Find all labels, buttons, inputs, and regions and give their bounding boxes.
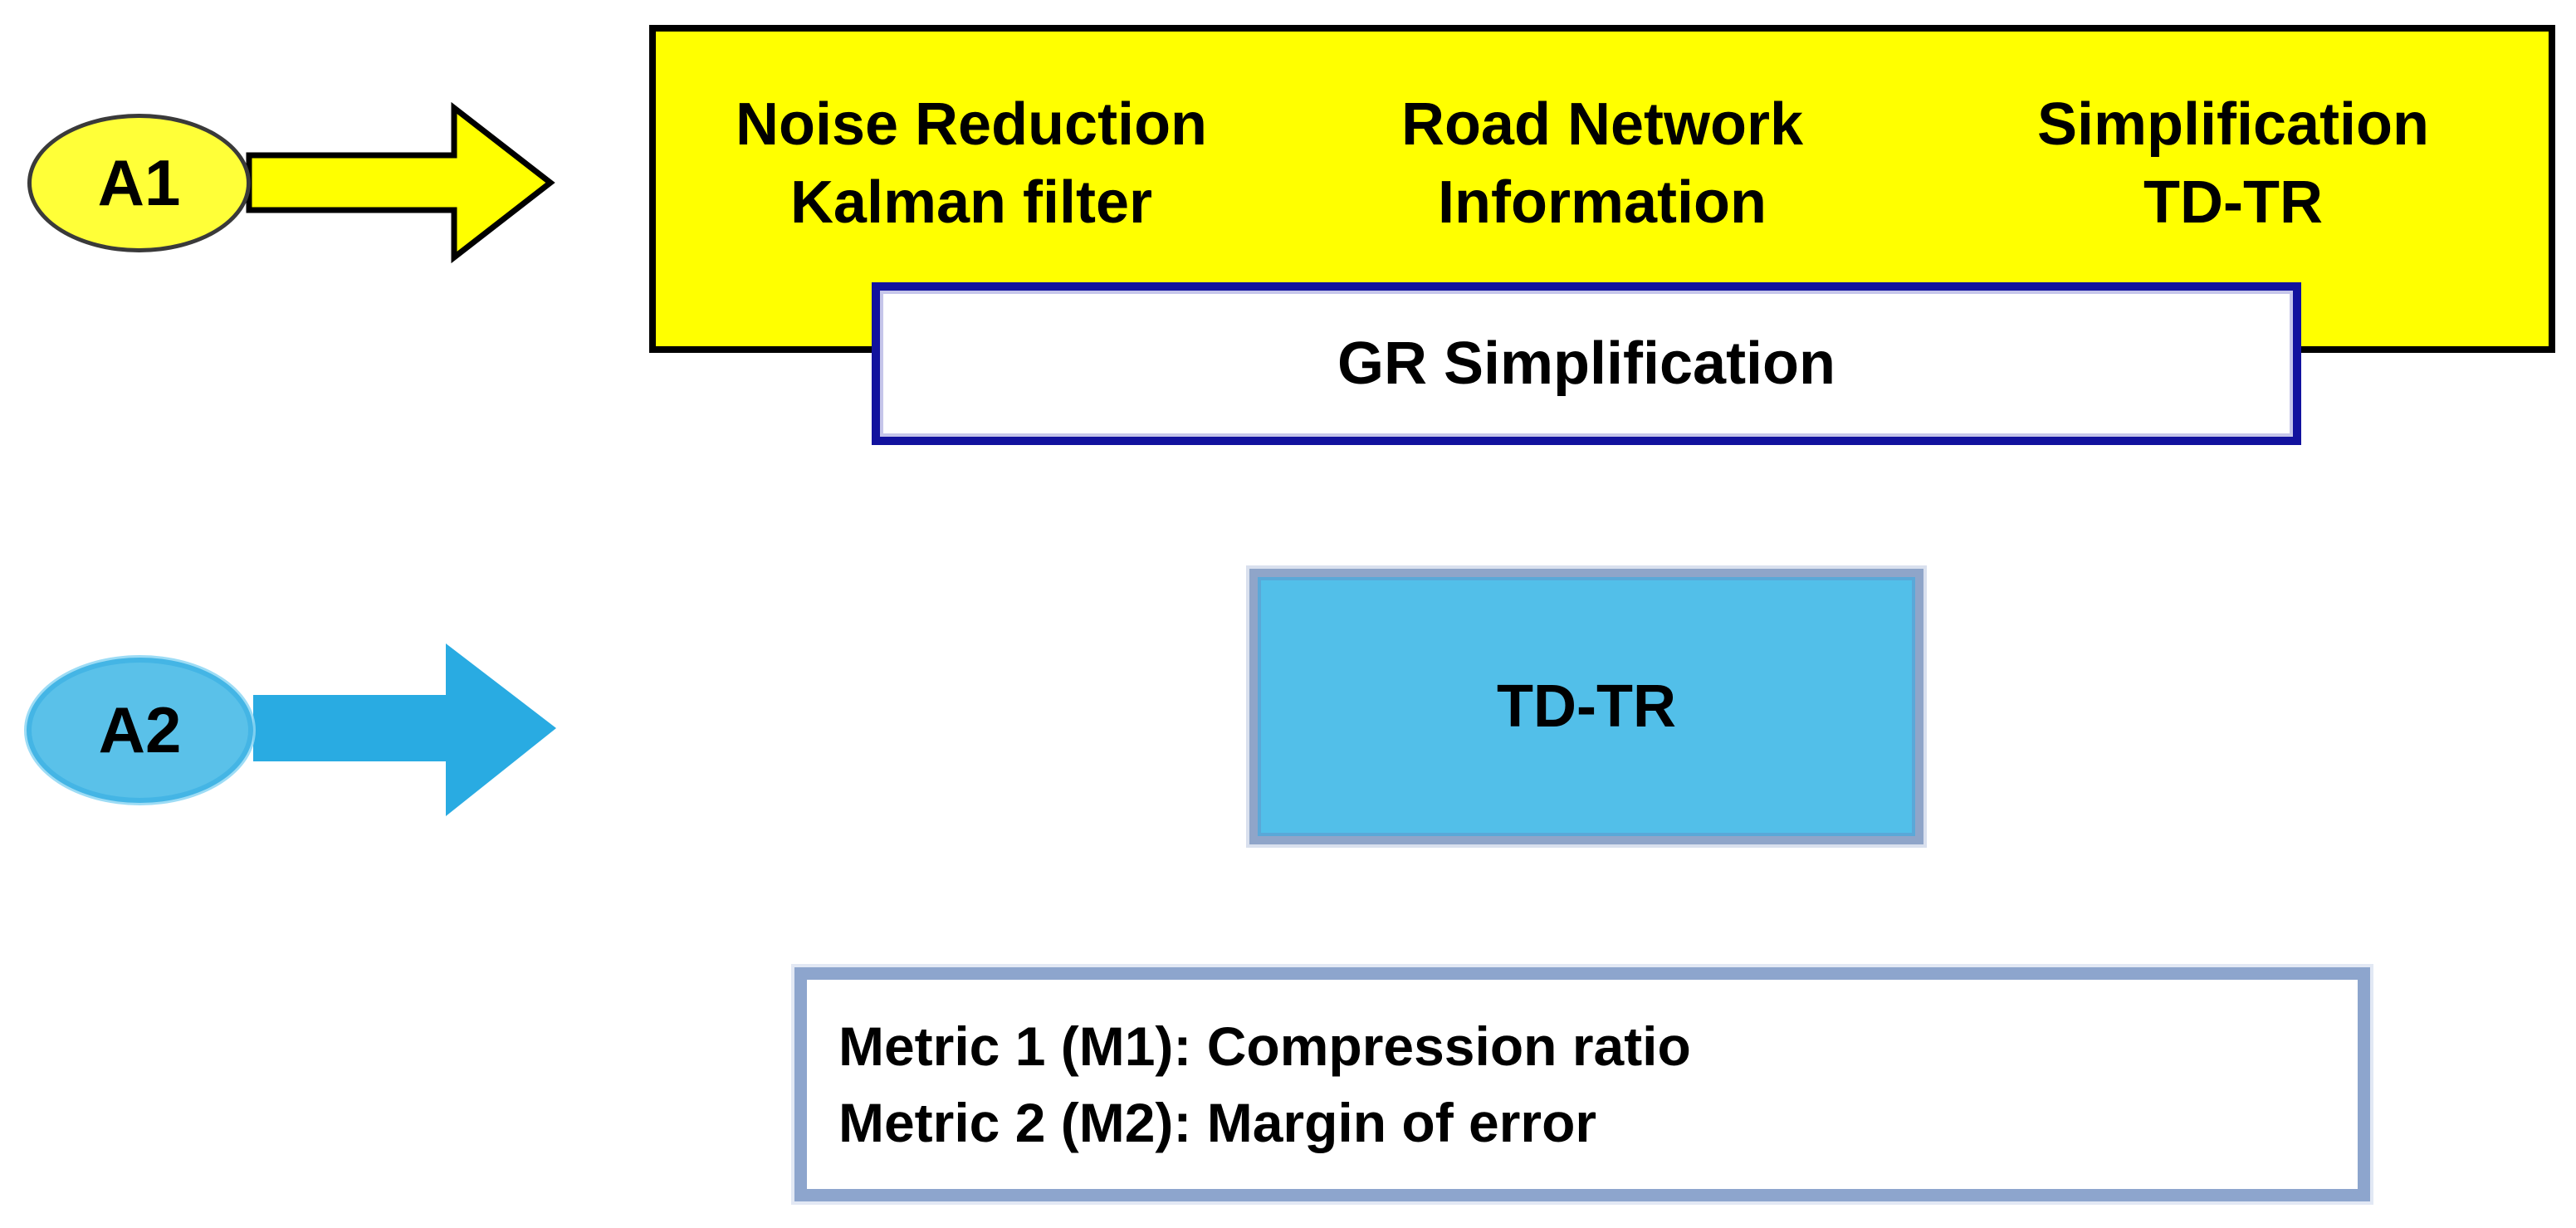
tdtr-box: TD-TR	[1249, 569, 1923, 844]
stage-noise-reduction-line2: Kalman filter	[789, 169, 1153, 236]
a1-label: A1	[97, 146, 181, 219]
gr-simplification-box: GR Simplification	[872, 282, 2301, 445]
metric-1-line: Metric 1 (M1): Compression ratio	[838, 1015, 1691, 1077]
stage-noise-reduction: Noise Reduction Kalman filter	[656, 86, 1287, 242]
stage-simplification: Simplification TD-TR	[1918, 86, 2549, 242]
tdtr-label: TD-TR	[1497, 673, 1676, 740]
gr-simplification-label: GR Simplification	[1337, 330, 1836, 397]
a1-arrow-icon	[246, 101, 555, 264]
a1-ellipse: A1	[27, 114, 251, 252]
a2-label: A2	[98, 693, 182, 766]
metric-2-line: Metric 2 (M2): Margin of error	[838, 1092, 1597, 1153]
a2-arrow-icon	[253, 643, 556, 816]
a2-ellipse: A2	[27, 658, 253, 803]
stage-simplification-line2: TD-TR	[2143, 169, 2323, 236]
stage-road-network-line2: Information	[1438, 169, 1767, 236]
stage-road-network-line1: Road Network	[1400, 91, 1804, 158]
metrics-box: Metric 1 (M1): Compression ratio Metric …	[794, 967, 2370, 1201]
stage-road-network: Road Network Information	[1287, 86, 1918, 242]
stage-noise-reduction-line1: Noise Reduction	[735, 91, 1208, 158]
stage-simplification-line1: Simplification	[2036, 91, 2430, 158]
